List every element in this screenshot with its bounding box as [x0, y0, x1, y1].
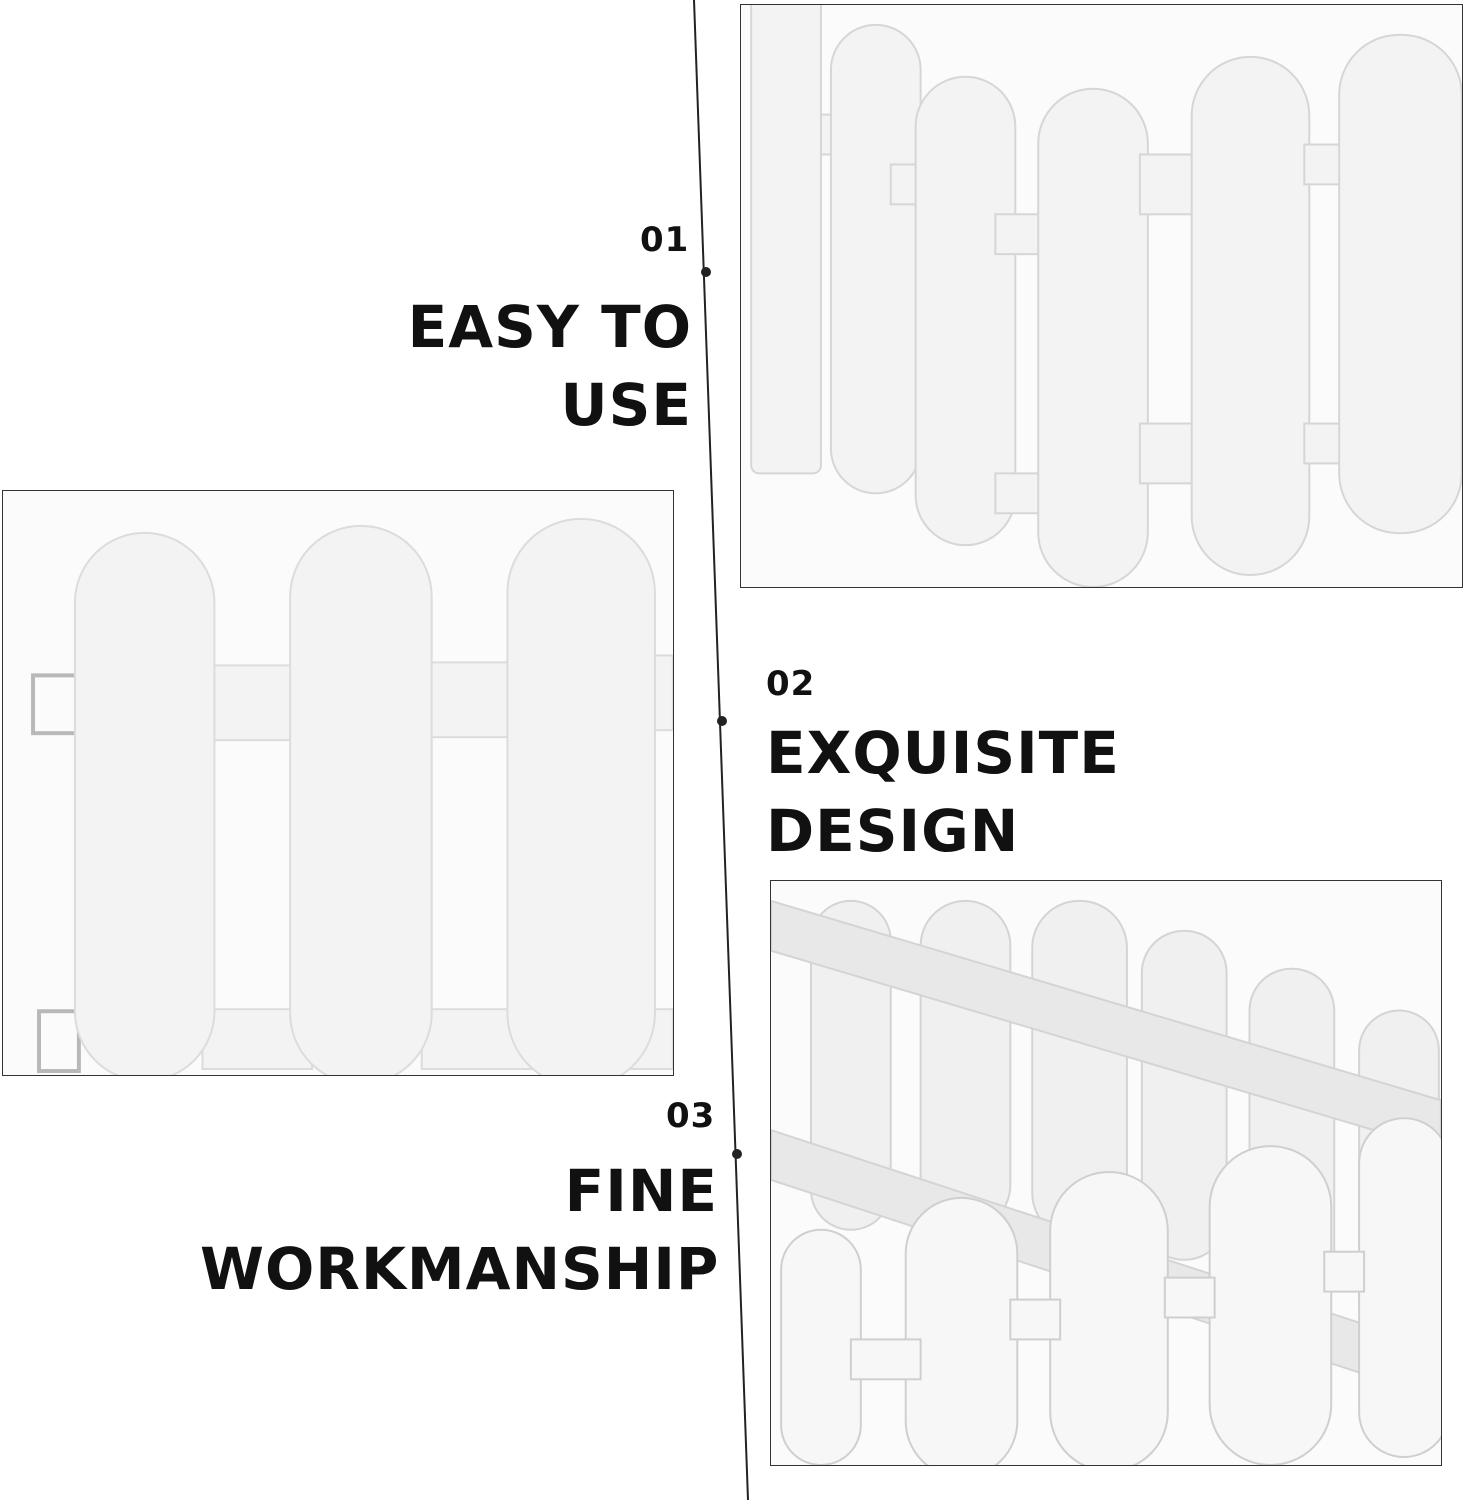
fence-corner-photo — [770, 880, 1442, 1466]
feature-heading-3: FINE WORKMANSHIP — [200, 1152, 718, 1308]
feature-heading-1: EASY TO USE — [380, 288, 692, 444]
fence-front-photo — [2, 490, 674, 1076]
timeline-dot-2 — [717, 716, 727, 726]
feature-heading-3-line1: FINE — [564, 1157, 718, 1225]
fence-perspective-photo — [740, 4, 1463, 588]
feature-number-3: 03 — [666, 1096, 716, 1136]
feature-heading-1-line2: USE — [560, 371, 692, 439]
fence-front-illustration — [31, 517, 673, 1075]
fence-perspective-illustration — [750, 5, 1462, 587]
feature-number-2: 02 — [766, 664, 816, 704]
timeline-dot-3 — [732, 1149, 742, 1159]
feature-heading-2-line1: EXQUISITE — [766, 719, 1120, 787]
fence-corner-illustration — [771, 899, 1441, 1465]
feature-heading-2: EXQUISITE DESIGN — [766, 714, 1166, 870]
feature-number-1: 01 — [640, 220, 690, 260]
feature-heading-3-line2: WORKMANSHIP — [200, 1235, 720, 1303]
feature-heading-2-line2: DESIGN — [766, 797, 1020, 865]
timeline-dot-1 — [701, 267, 711, 277]
feature-heading-1-line1: EASY TO — [407, 293, 692, 361]
